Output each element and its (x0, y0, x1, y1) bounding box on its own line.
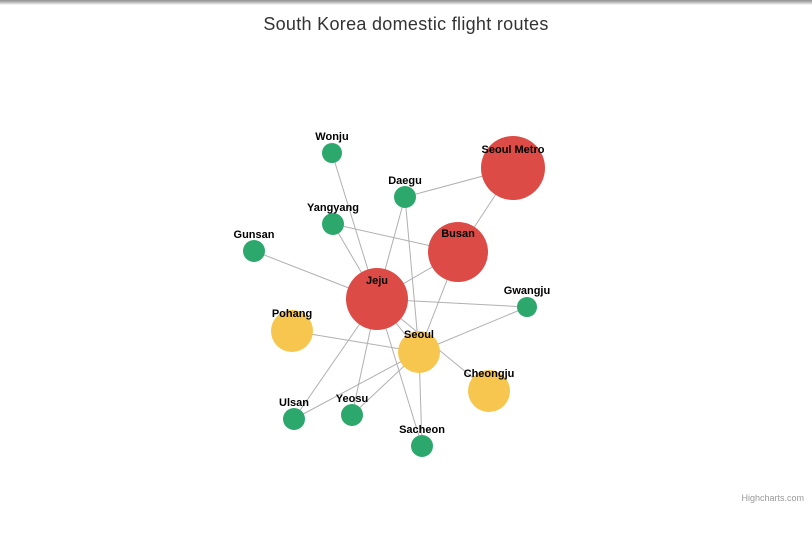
node-label-yeosu: Yeosu (336, 393, 368, 405)
node-cheongju[interactable] (468, 370, 510, 412)
node-label-gunsan: Gunsan (234, 229, 275, 241)
node-label-wonju: Wonju (315, 131, 348, 143)
node-ulsan[interactable] (283, 408, 305, 430)
node-label-cheongju: Cheongju (464, 368, 515, 380)
highcharts-credits[interactable]: Highcharts.com (741, 493, 804, 503)
node-gunsan[interactable] (243, 240, 265, 262)
node-jeju[interactable] (346, 268, 408, 330)
route-link-seoul-daegu (404, 196, 420, 353)
route-link-seoul-pohang (291, 330, 420, 353)
top-border (0, 0, 812, 5)
nodes-layer (243, 136, 545, 457)
node-seoul-metro[interactable] (481, 136, 545, 200)
node-label-ulsan: Ulsan (279, 397, 309, 409)
node-pohang[interactable] (271, 310, 313, 352)
node-label-pohang: Pohang (272, 308, 312, 320)
node-label-gwangju: Gwangju (504, 285, 550, 297)
chart-title: South Korea domestic flight routes (263, 14, 549, 34)
node-seoul[interactable] (398, 331, 440, 373)
node-wonju[interactable] (322, 143, 342, 163)
node-label-daegu: Daegu (388, 175, 422, 187)
node-yeosu[interactable] (341, 404, 363, 426)
node-label-sacheon: Sacheon (399, 424, 445, 436)
node-label-yangyang: Yangyang (307, 202, 359, 214)
node-gwangju[interactable] (517, 297, 537, 317)
node-label-seoul: Seoul (404, 329, 434, 341)
node-label-seoul-metro: Seoul Metro (482, 144, 545, 156)
node-yangyang[interactable] (322, 213, 344, 235)
node-daegu[interactable] (394, 186, 416, 208)
node-label-busan: Busan (441, 228, 475, 240)
node-sacheon[interactable] (411, 435, 433, 457)
node-label-jeju: Jeju (366, 275, 388, 287)
node-busan[interactable] (428, 222, 488, 282)
route-link-seoul-ulsan (293, 351, 420, 420)
